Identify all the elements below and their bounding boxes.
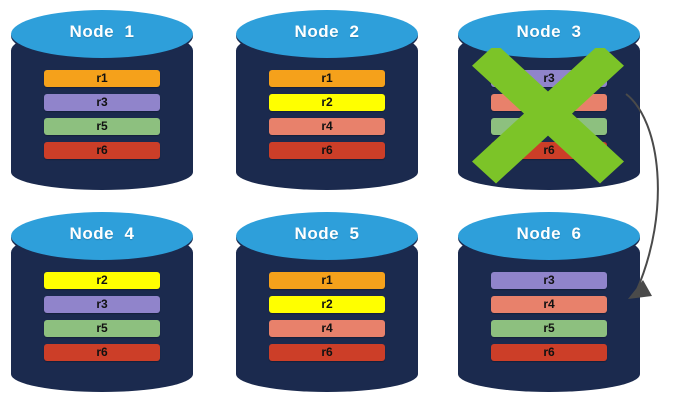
replica-row[interactable]: r6 [44, 344, 160, 361]
replica-row[interactable]: r1 [269, 272, 385, 289]
replica-row[interactable]: r3 [491, 272, 607, 289]
replica-row[interactable]: r5 [44, 320, 160, 337]
replica-row[interactable]: r3 [491, 70, 607, 87]
node-title: Node 5 [294, 224, 360, 243]
node-6[interactable]: Node 6 r3 r4 r5 r6 [458, 212, 640, 392]
replica-row[interactable]: r1 [269, 70, 385, 87]
cylinder-top-ellipse [458, 212, 640, 260]
node-1[interactable]: Node 1 r1 r3 r5 r6 [11, 10, 193, 190]
node-title: Node 4 [69, 224, 135, 243]
cylinder-top-ellipse [11, 212, 193, 260]
node-title: Node 2 [294, 22, 360, 41]
replica-row-list: r1 r2 r4 r6 [269, 70, 385, 166]
replica-row[interactable]: r2 [269, 94, 385, 111]
replica-row[interactable]: r6 [269, 344, 385, 361]
replica-row[interactable]: r5 [44, 118, 160, 135]
node-2[interactable]: Node 2 r1 r2 r4 r6 [236, 10, 418, 190]
replica-row[interactable]: r2 [269, 296, 385, 313]
replica-row[interactable]: r2 [44, 272, 160, 289]
replica-row[interactable]: r3 [44, 94, 160, 111]
replica-row[interactable]: r5 [491, 118, 607, 135]
replica-row[interactable]: r6 [491, 344, 607, 361]
replica-row[interactable]: r4 [269, 320, 385, 337]
replica-row[interactable]: r4 [269, 118, 385, 135]
replica-row-list: r1 r2 r4 r6 [269, 272, 385, 368]
replica-row-list: r2 r3 r5 r6 [44, 272, 160, 368]
replica-row[interactable]: r6 [491, 142, 607, 159]
replica-row[interactable]: r5 [491, 320, 607, 337]
node-title: Node 1 [69, 22, 135, 41]
replica-row[interactable]: r6 [269, 142, 385, 159]
node-4[interactable]: Node 4 r2 r3 r5 r6 [11, 212, 193, 392]
cylinder-top-ellipse [11, 10, 193, 58]
cylinder-shape [236, 10, 418, 190]
node-3[interactable]: Node 3 r3 r4 r5 r6 [458, 10, 640, 190]
replica-row-list: r3 r4 r5 r6 [491, 272, 607, 368]
cylinder-top-ellipse [236, 212, 418, 260]
node-title: Node 3 [516, 22, 582, 41]
node-5[interactable]: Node 5 r1 r2 r4 r6 [236, 212, 418, 392]
node-title: Node 6 [516, 224, 582, 243]
replica-row[interactable]: r6 [44, 142, 160, 159]
replica-row-list: r1 r3 r5 r6 [44, 70, 160, 166]
replica-row[interactable]: r3 [44, 296, 160, 313]
replica-row[interactable]: r1 [44, 70, 160, 87]
replica-row[interactable]: r4 [491, 94, 607, 111]
replica-row-list: r3 r4 r5 r6 [491, 70, 607, 166]
replica-row[interactable]: r4 [491, 296, 607, 313]
cylinder-shape [11, 10, 193, 190]
cylinder-top-ellipse [236, 10, 418, 58]
